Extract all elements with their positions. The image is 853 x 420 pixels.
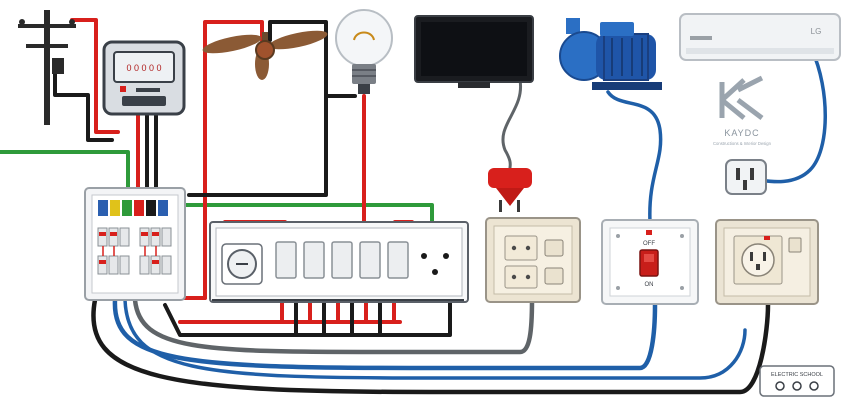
- switch-board-icon: [209, 221, 469, 303]
- meter-display: 0 0 0 0 0: [126, 63, 161, 73]
- two-pin-plug-icon: [488, 168, 532, 212]
- wire-earth-incoming: [0, 150, 130, 194]
- switch-2: [303, 241, 325, 279]
- wire-pump-cord: [606, 90, 663, 224]
- water-pump-icon: [559, 18, 662, 90]
- wire-fan-loop-black: [187, 20, 328, 197]
- switch-row: [275, 241, 409, 279]
- television-icon: [414, 15, 534, 88]
- wire-db-socket-blue2: [123, 298, 747, 380]
- kaydc-logo: [719, 75, 764, 120]
- distribution-board-icon: [84, 187, 186, 301]
- pump-switch-on-label: ON: [645, 282, 654, 288]
- wire-tv-cord: [501, 78, 523, 170]
- pump-switch-icon: OFF ON: [601, 219, 699, 305]
- ac-brand-mark: LG: [811, 27, 822, 36]
- pump-switch-rocker: [639, 249, 659, 277]
- switch-3: [331, 241, 353, 279]
- three-pin-plug-icon: [725, 159, 767, 195]
- double-socket-icon: [485, 217, 581, 303]
- light-bulb-icon: [335, 9, 393, 94]
- switch-5: [387, 241, 409, 279]
- air-conditioner-icon: LG: [679, 13, 841, 61]
- wire-switch-bottom-red: [178, 284, 402, 324]
- breaker-row-3: [97, 255, 172, 275]
- switch-4: [359, 241, 381, 279]
- wire-pole-meter-red: [70, 18, 120, 134]
- badge-text: ELECTRIC SCHOOL: [771, 372, 823, 378]
- wire-fan-loop-red: [203, 20, 264, 300]
- watermark-name: KAYDC: [724, 128, 759, 138]
- brand-watermark: KAYDC Constructions & Interior Design: [713, 74, 774, 146]
- ceiling-fan-icon: [202, 30, 328, 80]
- wire-db-socket3-black: [91, 297, 771, 395]
- wire-pole-meter-black: [53, 58, 114, 142]
- wire-ac-cord: [758, 48, 827, 184]
- switch-1: [275, 241, 297, 279]
- fan-regulator-icon: [221, 243, 263, 285]
- electric-school-badge: ELECTRIC SCHOOL: [759, 365, 835, 397]
- board-socket-icon: [421, 253, 449, 275]
- universal-socket-icon: [715, 219, 819, 305]
- wire-switch-bottom-black: [163, 260, 452, 337]
- energy-meter-icon: 0 0 0 0 0: [102, 40, 186, 116]
- breaker-row-1: [98, 200, 168, 216]
- utility-pole-icon: [18, 10, 76, 125]
- pump-switch-off-label: OFF: [643, 241, 655, 247]
- wire-db-socket2-blue: [112, 297, 658, 371]
- watermark-tagline: Constructions & Interior Design: [713, 141, 772, 146]
- wire-db-socket1-gray: [132, 297, 535, 355]
